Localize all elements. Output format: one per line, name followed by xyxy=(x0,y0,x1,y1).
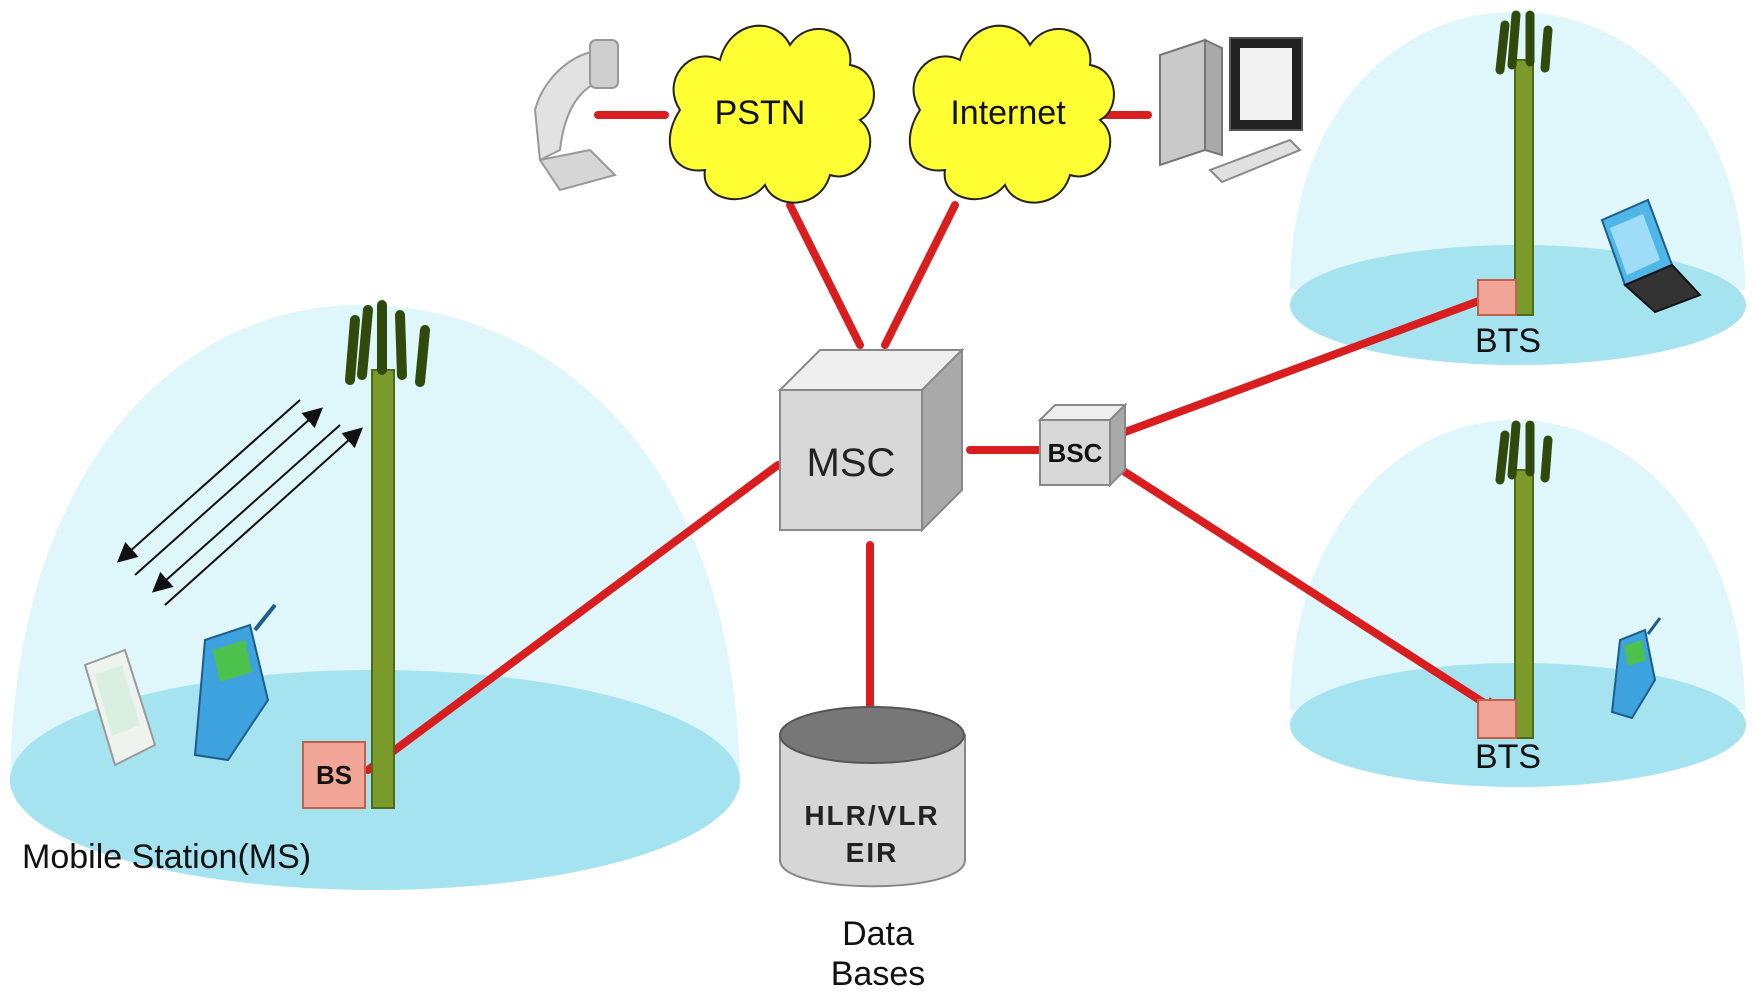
bts-bottom-label: BTS xyxy=(1475,738,1541,776)
bts-top-label: BTS xyxy=(1475,322,1541,360)
link-internet-msc xyxy=(881,201,959,349)
database-node: HLR/VLR EIR xyxy=(779,706,966,888)
database-caption-line1: Data xyxy=(842,915,914,953)
bs-label: BS xyxy=(316,760,352,790)
antenna-tower-icon-bottom xyxy=(1477,420,1553,739)
link-pstn-msc xyxy=(786,201,864,349)
bsc-label: BSC xyxy=(1048,438,1103,468)
msc-label: MSC xyxy=(807,441,896,485)
telephone-icon xyxy=(533,39,619,192)
internet-label: Internet xyxy=(950,94,1066,132)
laptop-icon xyxy=(1600,198,1702,314)
link-msc-bs xyxy=(364,461,782,774)
mobile-station-label: Mobile Station(MS) xyxy=(22,838,311,876)
database-caption-line2: Bases xyxy=(831,955,926,993)
desktop-computer-icon xyxy=(1159,37,1303,184)
database-label-line1: HLR/VLR xyxy=(804,800,939,831)
bsc-node: BSC xyxy=(1037,402,1128,488)
radio-signal-arrows-icon xyxy=(117,399,363,606)
link-bsc-bts-bottom xyxy=(1121,468,1499,714)
internet-cloud: Internet xyxy=(908,24,1115,204)
database-label-line2: EIR xyxy=(846,837,899,868)
link-bsc-bts-top xyxy=(1121,291,1499,436)
antenna-tower-icon xyxy=(345,300,430,809)
antenna-tower-icon-top xyxy=(1477,10,1553,316)
mobile-phone-icon xyxy=(193,603,277,762)
pda-icon xyxy=(83,648,157,767)
bs-node: BS xyxy=(302,741,366,809)
mobile-phone-icon-right xyxy=(1610,617,1662,720)
pstn-cloud: PSTN xyxy=(668,24,875,204)
msc-node: MSC xyxy=(777,347,965,533)
pstn-label: PSTN xyxy=(715,94,806,132)
